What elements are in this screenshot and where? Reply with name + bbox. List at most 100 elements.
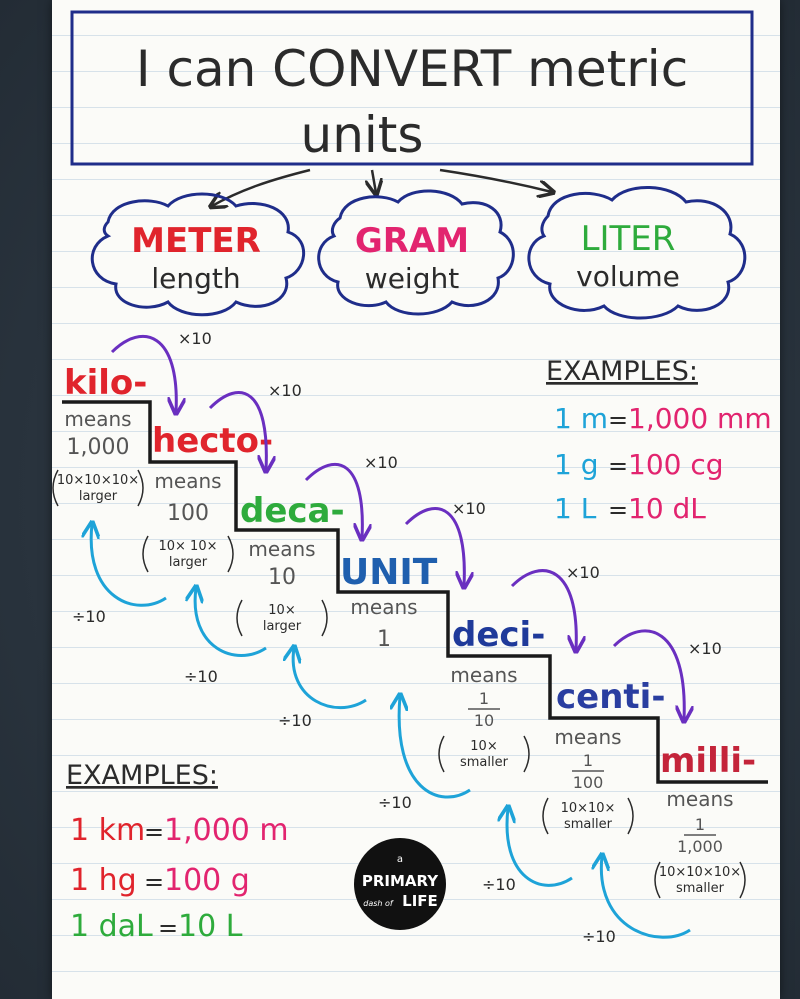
examples-left: EXAMPLES: 1 km = 1,000 m 1 hg = 100 g 1 … xyxy=(66,760,289,944)
means-label: means xyxy=(154,469,221,493)
multiply-arrow xyxy=(208,391,266,470)
detail-line: smaller xyxy=(564,817,613,832)
means-label: means xyxy=(248,537,315,561)
step-2: hecto-means 100 10× 10×larger xyxy=(142,421,273,573)
ex-right-row-1-left: 1 m xyxy=(554,402,608,435)
divide-arrow xyxy=(507,808,573,887)
prefix-label: centi- xyxy=(556,677,665,717)
logo-bottom-left: dash of xyxy=(363,899,394,908)
detail-line: smaller xyxy=(676,881,725,896)
right-paren xyxy=(227,535,234,573)
divide-arrow xyxy=(91,524,167,607)
left-paren xyxy=(542,797,549,835)
value-label: 100 xyxy=(167,501,209,526)
divide-label: ÷10 xyxy=(582,927,616,946)
ex-left-row-2-right: 100 g xyxy=(164,863,250,898)
right-paren xyxy=(627,797,634,835)
right-paren xyxy=(739,861,746,899)
ex-right-row-3-eq: = xyxy=(608,496,628,524)
logo-top: a xyxy=(397,854,403,865)
fraction-denominator: 100 xyxy=(573,773,604,792)
fraction-denominator: 1,000 xyxy=(677,837,723,856)
means-label: means xyxy=(450,663,517,687)
means-label: means xyxy=(64,407,131,431)
step-3: deca-means 10 10×larger xyxy=(236,491,345,637)
ex-left-row-1-eq: = xyxy=(144,818,164,846)
examples-right-heading: EXAMPLES: xyxy=(546,356,698,387)
multiply-arrow xyxy=(404,507,464,586)
title-line-2: units xyxy=(301,106,424,164)
ex-left-row-3-left: 1 daL xyxy=(70,909,153,944)
left-paren xyxy=(438,735,445,773)
divide-label: ÷10 xyxy=(378,793,412,812)
value-label: 1,000 xyxy=(67,435,130,460)
cloud-liter: LITER volume xyxy=(527,186,747,320)
multiply-label: ×10 xyxy=(452,499,486,518)
divide-label: ÷10 xyxy=(72,607,106,626)
multiply-arrow xyxy=(510,569,576,650)
detail-line: 10×10×10× xyxy=(57,473,139,488)
prefix-label: hecto- xyxy=(152,421,273,461)
detail-line: 10× 10× xyxy=(158,539,217,554)
prefix-label: deci- xyxy=(452,615,545,655)
cloud-gram-unit: GRAM xyxy=(355,221,469,261)
right-paren xyxy=(137,469,144,507)
anchor-chart-paper xyxy=(52,0,780,999)
examples-left-heading: EXAMPLES: xyxy=(66,760,218,791)
cloud-meter-measure: length xyxy=(151,262,240,295)
divide-arrow xyxy=(195,588,267,657)
divide-arrow xyxy=(399,696,471,799)
title-line-1: I can CONVERT metric xyxy=(136,40,688,98)
ex-right-row-2-left: 1 g xyxy=(554,448,599,481)
left-paren xyxy=(236,599,243,637)
multiply-arrow xyxy=(304,462,362,538)
fraction-numerator: 1 xyxy=(695,815,705,834)
divide-label: ÷10 xyxy=(278,711,312,730)
left-paren xyxy=(52,469,59,507)
steps-layer: kilo-means1,00010×10×10×largerhecto-mean… xyxy=(52,363,756,899)
ex-left-row-1-left: 1 km xyxy=(70,813,145,848)
means-label: means xyxy=(666,787,733,811)
divide-arrow xyxy=(601,856,691,939)
multiply-arrow xyxy=(110,335,176,412)
detail-line: 10×10× xyxy=(561,801,616,816)
prefix-label: deca- xyxy=(240,491,345,531)
multiply-label: ×10 xyxy=(364,453,398,472)
fraction-numerator: 1 xyxy=(479,689,489,708)
cloud-liter-measure: volume xyxy=(576,260,680,293)
multiply-arrows: ×10×10×10×10×10×10 xyxy=(110,329,722,720)
title-box xyxy=(70,10,754,166)
ex-right-row-1-right: 1,000 mm xyxy=(628,402,772,435)
ex-right-row-2-eq: = xyxy=(608,452,628,480)
prefix-label: kilo- xyxy=(64,363,147,403)
ex-left-row-3-right: 10 L xyxy=(178,909,243,944)
multiply-arrow xyxy=(612,629,684,720)
divide-label: ÷10 xyxy=(184,667,218,686)
detail-line: larger xyxy=(263,619,302,634)
left-paren xyxy=(142,535,149,573)
ex-right-row-1-eq: = xyxy=(608,406,628,434)
value-label: 1 xyxy=(377,627,391,652)
prefix-label: UNIT xyxy=(340,552,438,593)
detail-line: larger xyxy=(79,489,118,504)
step-1: kilo-means 1,000 10×10×10×larger xyxy=(52,363,147,507)
detail-line: 10× xyxy=(268,603,295,618)
cloud-gram: GRAM weight xyxy=(317,189,515,316)
ex-right-row-3-right: 10 dL xyxy=(628,492,706,525)
multiply-label: ×10 xyxy=(688,639,722,658)
detail-line: larger xyxy=(169,555,208,570)
right-paren xyxy=(321,599,328,637)
detail-line: 10× xyxy=(470,739,497,754)
divide-label: ÷10 xyxy=(482,875,516,894)
means-label: means xyxy=(350,595,417,619)
prefix-label: milli- xyxy=(660,741,756,781)
multiply-label: ×10 xyxy=(268,381,302,400)
value-label: 10 xyxy=(268,565,296,590)
logo-main: PRIMARY xyxy=(362,872,439,890)
left-paren xyxy=(654,861,661,899)
means-label: means xyxy=(554,725,621,749)
